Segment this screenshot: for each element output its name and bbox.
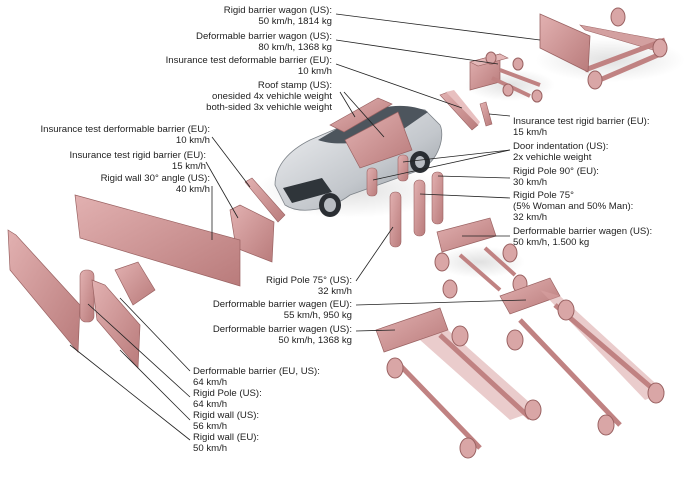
label-deformable-wagon-us-1368: Derformable barrier wagen (US): 50 km/h,… [212, 324, 352, 346]
rigid-wall-30-degree [74, 194, 241, 287]
roof-stamp [329, 97, 413, 169]
label-rigid-pole-90: Rigid Pole 90° (EU): 30 km/h [513, 166, 599, 188]
rigid-barrier-wagon-us [535, 7, 685, 90]
label-bottom-stack: Derformable barrier (EU, US): 64 km/h Ri… [193, 366, 320, 454]
label-insurance-rigid-eu-left: Insurance test rigid barrier (EU): 15 km… [69, 150, 207, 172]
label-deformable-wagon-us-1500: Derformable barrier wagen (US): 50 km/h,… [513, 226, 653, 248]
label-rigid-wall-30: Rigid wall 30° angle (US): 40 km/h [100, 173, 210, 195]
label-door-indentation: Door indentation (US): 2x vehichle weigh… [513, 141, 609, 163]
label-insurance-rigid-eu-right: Insurance test rigid barrier (EU): 15 km… [513, 116, 650, 138]
label-insurance-deformable-eu-top: Insurance test deformable barrier (EU): … [165, 55, 332, 77]
label-deformable-barrier-wagon-us-80: Deformable barrier wagon (US): 80 km/h, … [196, 31, 332, 53]
label-rigid-barrier-wagon-us: Rigid barrier wagon (US): 50 km/h, 1814 … [223, 5, 332, 27]
label-deformable-wagon-eu-55: Derformable barrier wagen (EU): 55 km/h,… [212, 299, 352, 321]
label-insurance-deformable-eu-left: Insurance test derformable barrier (EU):… [40, 124, 210, 146]
deformable-barrier-eu-us [91, 261, 156, 369]
rigid-poles [389, 171, 444, 248]
insurance-deformable-barrier-left [244, 177, 286, 223]
label-roof-stamp: Roof stamp (US): onesided 4x vehichle we… [206, 80, 332, 113]
door-indentation [366, 154, 409, 197]
deformable-wagon-eu-55 [499, 277, 665, 436]
deformable-wagon-us-1368 [375, 307, 542, 459]
label-rigid-pole-75-us: Rigid Pole 75° (US): 32 km/h [266, 275, 352, 297]
insurance-deformable-barrier-top [439, 90, 480, 131]
rigid-wall-eu-us [7, 229, 81, 353]
deformable-barrier-wagon-us-80 [465, 51, 555, 103]
leader-lines [69, 13, 541, 441]
label-rigid-pole-75-right: Rigid Pole 75° (5% Woman and 50% Man): 3… [513, 190, 634, 223]
deformable-wagon-us-1500 [434, 217, 528, 299]
insurance-rigid-barrier-right [479, 101, 493, 127]
rigid-pole-us [79, 269, 95, 323]
